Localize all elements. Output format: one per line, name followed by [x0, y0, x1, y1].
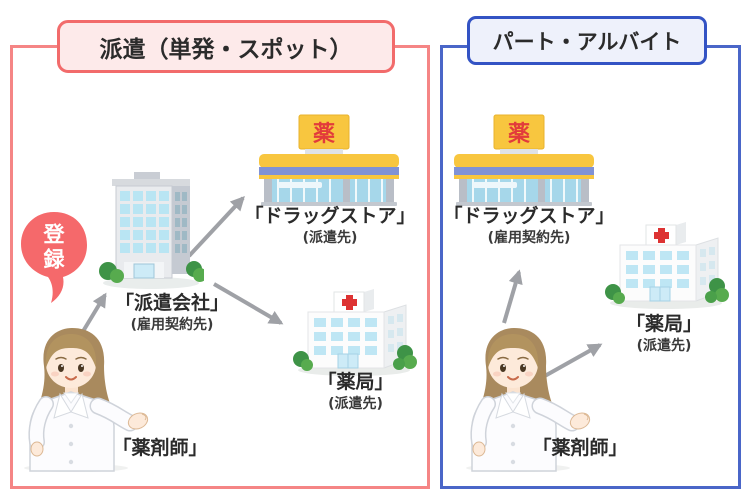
dispatch-company-role: (雇用契約先): [130, 316, 214, 333]
pharmacy-name: 「薬局」: [625, 313, 702, 335]
drugstore-label-right: 「ドラッグストア」 (雇用契約先): [440, 204, 618, 247]
registration-bubble: 登録: [18, 211, 90, 305]
drugstore-role: (派遣先): [302, 229, 358, 246]
pharmacy-role: (派遣先): [636, 337, 692, 354]
pharmacy-role: (派遣先): [328, 395, 383, 412]
drugstore-label-left: 「ドラッグストア」 (派遣先): [244, 204, 416, 247]
dispatch-panel-title: 派遣（単発・スポット）: [57, 20, 395, 73]
pharmacy-icon: [604, 221, 729, 309]
pharmacist-label-right: 「薬剤師」: [515, 436, 645, 461]
pharmacist-name: 「薬剤師」: [112, 437, 208, 459]
drugstore-icon: [258, 114, 400, 206]
drugstore-role: (雇用契約先): [487, 229, 571, 246]
pharmacy-name: 「薬局」: [317, 371, 394, 393]
pharmacist-name: 「薬剤師」: [532, 437, 628, 459]
parttime-panel-title: パート・アルバイト: [467, 16, 707, 65]
dispatch-company-name: 「派遣会社」: [114, 292, 229, 314]
parttime-panel-title-label: パート・アルバイト: [492, 29, 682, 54]
drugstore-name: 「ドラッグストア」: [244, 205, 416, 227]
pharmacy-label-left: 「薬局」 (派遣先): [293, 370, 418, 413]
dispatch-company-icon: [98, 171, 204, 290]
speech-bubble-icon: [21, 212, 87, 303]
drugstore-name: 「ドラッグストア」: [443, 205, 615, 227]
registration-bubble-label: 登録: [41, 223, 65, 273]
pharmacy-icon: [292, 288, 417, 376]
dispatch-panel-title-label: 派遣（単発・スポット）: [99, 36, 353, 63]
pharmacist-label-left: 「薬剤師」: [95, 436, 225, 461]
pharmacy-label-right: 「薬局」 (派遣先): [608, 312, 720, 355]
drugstore-icon: [453, 114, 595, 206]
dispatch-company-label: 「派遣会社」 (雇用契約先): [92, 291, 252, 334]
